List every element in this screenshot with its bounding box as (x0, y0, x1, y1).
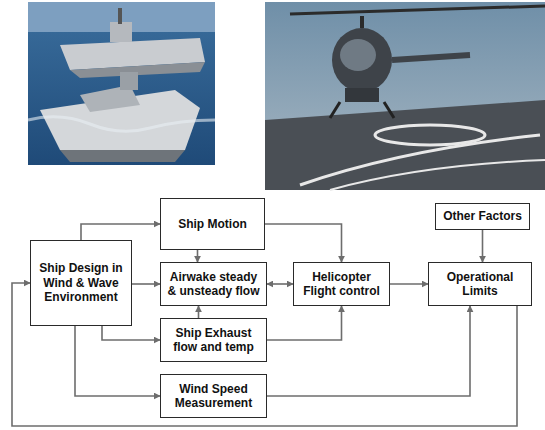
flow-arrow (267, 306, 342, 340)
flow-arrow (102, 326, 160, 340)
source-box: Ship Design in Wind & Wave Environment (30, 240, 132, 326)
box-label: Ship Motion (178, 217, 247, 231)
flow-arrow (197, 250, 199, 262)
output-box: Operational Limits (428, 262, 532, 306)
flow-arrow (198, 306, 200, 318)
flow-arrow (81, 224, 160, 240)
box-label: Operational Limits (434, 270, 526, 299)
process-box: Ship Exhaust flow and temp (160, 318, 267, 362)
process-box: Airwake steady & unsteady flow (160, 262, 267, 306)
flow-arrow (267, 306, 470, 396)
flow-arrow (75, 326, 160, 396)
box-label: Helicopter Flight control (299, 270, 384, 299)
process-box: Ship Motion (160, 198, 265, 250)
box-label: Other Factors (443, 209, 522, 223)
box-label: Ship Design in Wind & Wave Environment (36, 261, 126, 304)
flow-arrow (482, 230, 484, 262)
process-box: Wind Speed Measurement (160, 374, 267, 418)
box-label: Airwake steady & unsteady flow (166, 270, 261, 299)
flow-arrow (132, 283, 160, 285)
helicopter-photo (265, 2, 545, 190)
process-box: Helicopter Flight control (293, 262, 390, 306)
input-box: Other Factors (435, 203, 530, 230)
ship-photo (28, 2, 215, 165)
flow-arrow (267, 283, 293, 285)
box-label: Wind Speed Measurement (166, 382, 261, 411)
flow-arrow (390, 283, 428, 285)
flow-arrow (265, 224, 342, 262)
box-label: Ship Exhaust flow and temp (166, 326, 261, 355)
